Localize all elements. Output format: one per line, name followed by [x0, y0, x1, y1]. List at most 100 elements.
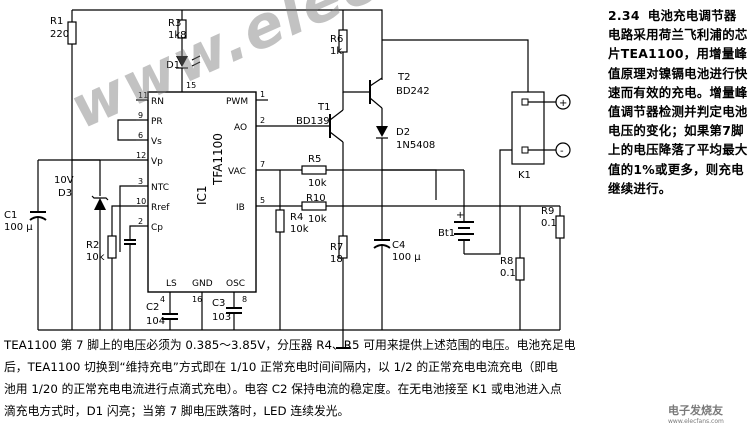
pin-ib-name: IB — [236, 203, 245, 213]
r8-ref: R8 — [500, 256, 513, 267]
pin-rref-num: 10 — [136, 197, 146, 206]
r8-resistor — [515, 257, 525, 281]
pin-rn-name: RN — [151, 97, 164, 107]
pin-osc-num: 8 — [242, 295, 247, 304]
bt1-k1-wire — [464, 149, 528, 255]
r1-ref: R1 — [50, 16, 63, 27]
pin-gnd-name: GND — [192, 279, 213, 289]
k1-plus-terminal — [555, 94, 571, 110]
pin-rref-name: Rref — [151, 203, 170, 213]
circuit-diagram: R1 220 R3 1k8 D1 15 IC1 TFA1100 11 RN 9 … — [4, 9, 571, 349]
c3-ref: C3 — [212, 298, 225, 309]
t2-emitter — [369, 77, 383, 87]
r3-value: 1k8 — [168, 30, 187, 41]
pin-cp-name: Cp — [151, 223, 163, 233]
d2-diode — [376, 126, 388, 137]
pin-ao-num: 2 — [260, 116, 265, 125]
section-heading: 电池充电调节器 — [647, 8, 737, 23]
c3-value: 103 — [212, 312, 231, 323]
d3-bar — [91, 195, 109, 201]
k1-pin-1 — [521, 98, 529, 106]
r7-ref: R7 — [330, 242, 343, 253]
c4-plate-2 — [373, 244, 391, 249]
r5-resistor — [301, 165, 327, 175]
c2-ref: C2 — [146, 302, 159, 313]
r1-value: 220 — [50, 29, 69, 40]
paragraph-line-3: 池用 1/20 的正常充电电流进行点滴式充电）。电容 C2 保持电流的稳定度。在… — [4, 382, 562, 396]
pr-vs-link — [117, 119, 136, 141]
ic-pin-top: 15 — [186, 81, 196, 90]
t1-collector — [329, 109, 344, 121]
d2-ref: D2 — [396, 127, 410, 138]
ic-body — [147, 91, 257, 293]
paragraph-line-2: 后，TEA1100 切换到“维持充电”方式即在 1/10 正常充电时间间隔内，以… — [4, 360, 558, 374]
c1-ref: C1 — [4, 210, 17, 221]
t2-part: BD242 — [396, 86, 430, 97]
t1-part: BD139 — [296, 116, 330, 127]
pin-ib-num: 5 — [260, 196, 265, 205]
r5-value: 10k — [308, 178, 327, 189]
pin-osc-name: OSC — [226, 279, 245, 289]
pin-cp-num: 2 — [138, 217, 143, 226]
pin-pr-name: PR — [151, 117, 163, 127]
c2-value: 104 — [146, 316, 165, 327]
k1-top-wire — [382, 39, 529, 92]
t2-collector — [369, 97, 383, 109]
pin-ntc-num: 3 — [138, 177, 143, 186]
k1-minus-terminal — [555, 142, 571, 158]
bt1-plus: + — [456, 210, 464, 221]
r1-resistor — [67, 21, 77, 45]
ic-part: TFA1100 — [211, 133, 225, 186]
r10-value: 10k — [308, 214, 327, 225]
d3-ref: D3 — [58, 188, 72, 199]
top-rail-wire — [72, 9, 383, 80]
pin-vac-name: VAC — [228, 167, 246, 177]
d3-value: 10V — [54, 175, 74, 186]
pin-ls-name: LS — [166, 279, 177, 289]
pin-pwm-name: PWM — [226, 97, 248, 107]
pin-ls-num: 4 — [160, 295, 165, 304]
c4-ref: C4 — [392, 240, 405, 251]
ntc-link — [119, 185, 136, 252]
r3-ref: R3 — [168, 18, 181, 29]
pin-vac-num: 7 — [260, 160, 265, 169]
r7-value: 18 — [330, 254, 343, 265]
r6-t2-wire — [342, 52, 370, 93]
brand-url: www.elecfans.com — [668, 418, 724, 425]
r4-resistor — [275, 209, 285, 233]
brand-logo: 电子发烧友 www.elecfans.com — [668, 402, 724, 425]
r9-resistor — [555, 215, 565, 239]
pin-vs-name: Vs — [151, 137, 162, 147]
pin-vp-num: 12 — [136, 151, 146, 160]
paragraph-line-1: TEA1100 第 7 脚上的电压必须为 0.385～3.85V，分压器 R4、… — [4, 338, 576, 352]
bt1-ref: Bt1 — [438, 228, 455, 239]
cp-link — [129, 225, 136, 240]
k1-pin-2 — [521, 146, 529, 154]
pin-pr-num: 9 — [138, 111, 143, 120]
k1-plus-label: + — [559, 98, 567, 109]
paragraph-line-4: 滴充电方式时，D1 闪亮；当第 7 脚电压跌落时，LED 连续发光。 — [4, 404, 350, 418]
d3-diode — [94, 198, 106, 210]
d1-led — [176, 56, 188, 67]
pin-ntc-name: NTC — [151, 183, 169, 193]
pin-vp-name: Vp — [151, 157, 163, 167]
d2-part: 1N5408 — [396, 140, 435, 151]
t1-emitter — [329, 131, 344, 143]
brand-name: 电子发烧友 — [668, 404, 723, 417]
pin-pwm-num: 1 — [260, 90, 265, 99]
bottom-paragraph: TEA1100 第 7 脚上的电压必须为 0.385～3.85V，分压器 R4、… — [4, 334, 752, 422]
r2-ref: R2 — [86, 240, 99, 251]
r5-ref: R5 — [308, 154, 321, 165]
section-text: 电路采用荷兰飞利浦的芯片TEA1100，用增量峰值原理对镍镉电池进行快速而有效的… — [608, 27, 748, 196]
d1-arrow-1 — [191, 55, 201, 61]
r9-ref: R9 — [541, 206, 554, 217]
r9-value: 0.1 — [541, 218, 557, 229]
pin-rn-num: 11 — [138, 91, 148, 100]
c1-plate-2 — [29, 216, 47, 221]
pin-ao-name: AO — [234, 123, 247, 133]
ic-name: IC1 — [195, 185, 209, 205]
d1-arrow-2 — [191, 61, 201, 67]
r4-value: 10k — [290, 224, 309, 235]
